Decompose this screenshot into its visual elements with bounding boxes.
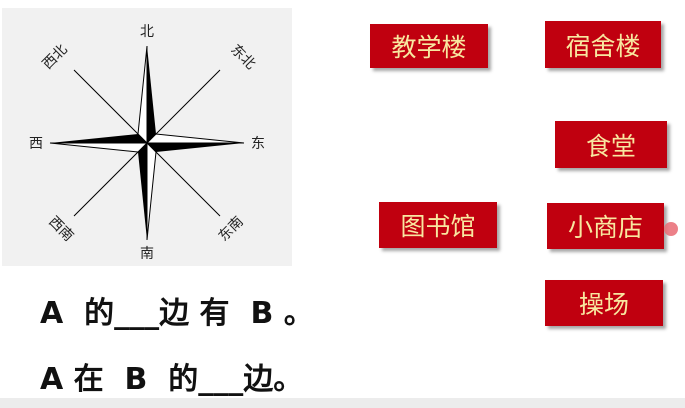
- sentence-line-1: A 的___边 有 B 。: [40, 296, 314, 331]
- label-small-shop[interactable]: 小商店: [547, 203, 664, 249]
- compass-label-west: 西: [29, 136, 43, 152]
- compass-label-southeast: 东南: [216, 214, 247, 245]
- compass-rose-panel: 北 南 东 西 东北 西北 东南 西南: [2, 8, 292, 266]
- label-library[interactable]: 图书馆: [379, 202, 497, 248]
- compass-label-northwest: 西北: [40, 42, 71, 73]
- compass-rose-icon: 北 南 东 西 东北 西北 东南 西南: [29, 24, 265, 262]
- label-playground[interactable]: 操场: [545, 280, 663, 326]
- cursor-pointer-icon: [664, 222, 678, 236]
- label-canteen[interactable]: 食堂: [555, 121, 667, 168]
- compass-label-east: 东: [251, 136, 265, 152]
- compass-cardinal-points: [49, 45, 245, 241]
- bottom-strip: [0, 398, 685, 408]
- label-dormitory[interactable]: 宿舍楼: [545, 21, 661, 68]
- sentence-line-2: A 在 B 的___边。: [40, 362, 304, 397]
- compass-label-north: 北: [140, 24, 154, 40]
- compass-label-southwest: 西南: [45, 214, 76, 245]
- compass-label-northeast: 东北: [227, 42, 258, 73]
- compass-label-south: 南: [140, 246, 154, 262]
- label-teaching-building[interactable]: 教学楼: [370, 24, 488, 68]
